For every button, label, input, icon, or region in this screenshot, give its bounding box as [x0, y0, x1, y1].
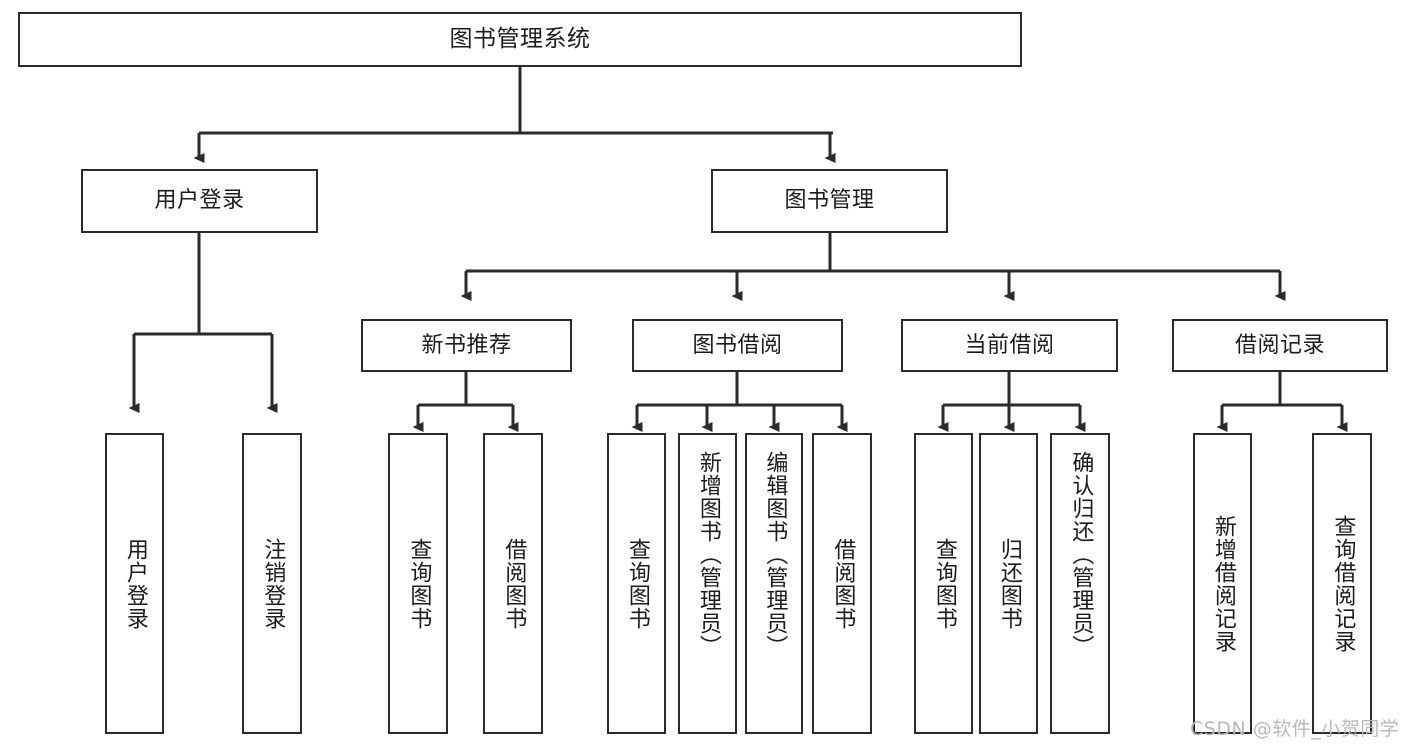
- node-label: 图书管理: [784, 188, 875, 214]
- node-new-book-recommend[interactable]: 新书推荐: [361, 319, 572, 372]
- node-label: 查询图书: [931, 537, 957, 630]
- leaf-borrow-book-recommend[interactable]: 借阅图书: [483, 433, 543, 734]
- node-label: 注销登录: [260, 537, 286, 630]
- node-user-login[interactable]: 用户登录: [81, 169, 318, 233]
- node-label: 用户登录: [154, 188, 245, 214]
- node-label: 归还图书: [996, 537, 1022, 630]
- node-root-system[interactable]: 图书管理系统: [18, 12, 1022, 67]
- leaf-add-book-admin[interactable]: 新增图书（管理员）: [678, 433, 737, 734]
- node-label: 新书推荐: [421, 332, 512, 358]
- node-label: 借阅图书: [830, 537, 856, 630]
- node-current-borrow[interactable]: 当前借阅: [901, 319, 1118, 372]
- leaf-borrow-book[interactable]: 借阅图书: [812, 433, 872, 734]
- node-label: 编辑图书（管理员）: [762, 451, 788, 658]
- leaf-confirm-return-admin[interactable]: 确认归还（管理员）: [1050, 433, 1110, 734]
- leaf-query-book-borrow[interactable]: 查询图书: [607, 433, 666, 734]
- leaf-user-login[interactable]: 用户登录: [105, 433, 164, 734]
- node-label: 查询借阅记录: [1330, 514, 1356, 653]
- leaf-add-borrow-record[interactable]: 新增借阅记录: [1193, 433, 1252, 734]
- node-label: 借阅图书: [501, 537, 527, 630]
- node-label: 图书管理系统: [449, 26, 591, 53]
- leaf-query-book-current[interactable]: 查询图书: [914, 433, 973, 734]
- node-label: 查询图书: [624, 537, 650, 630]
- node-label: 图书借阅: [692, 332, 783, 358]
- leaf-query-borrow-record[interactable]: 查询借阅记录: [1312, 433, 1372, 734]
- node-book-borrow[interactable]: 图书借阅: [632, 319, 843, 372]
- node-label: 新增图书（管理员）: [695, 451, 721, 658]
- leaf-edit-book-admin[interactable]: 编辑图书（管理员）: [745, 433, 803, 734]
- node-borrow-record[interactable]: 借阅记录: [1172, 319, 1388, 372]
- leaf-logout[interactable]: 注销登录: [242, 433, 302, 734]
- node-label: 借阅记录: [1234, 332, 1325, 358]
- node-label: 新增借阅记录: [1210, 514, 1236, 653]
- node-label: 用户登录: [122, 537, 148, 630]
- leaf-query-book-recommend[interactable]: 查询图书: [388, 433, 448, 734]
- node-label: 确认归还（管理员）: [1068, 451, 1094, 658]
- node-label: 当前借阅: [964, 332, 1055, 358]
- node-book-management[interactable]: 图书管理: [711, 169, 948, 233]
- node-label: 查询图书: [406, 537, 432, 630]
- leaf-return-book[interactable]: 归还图书: [979, 433, 1038, 734]
